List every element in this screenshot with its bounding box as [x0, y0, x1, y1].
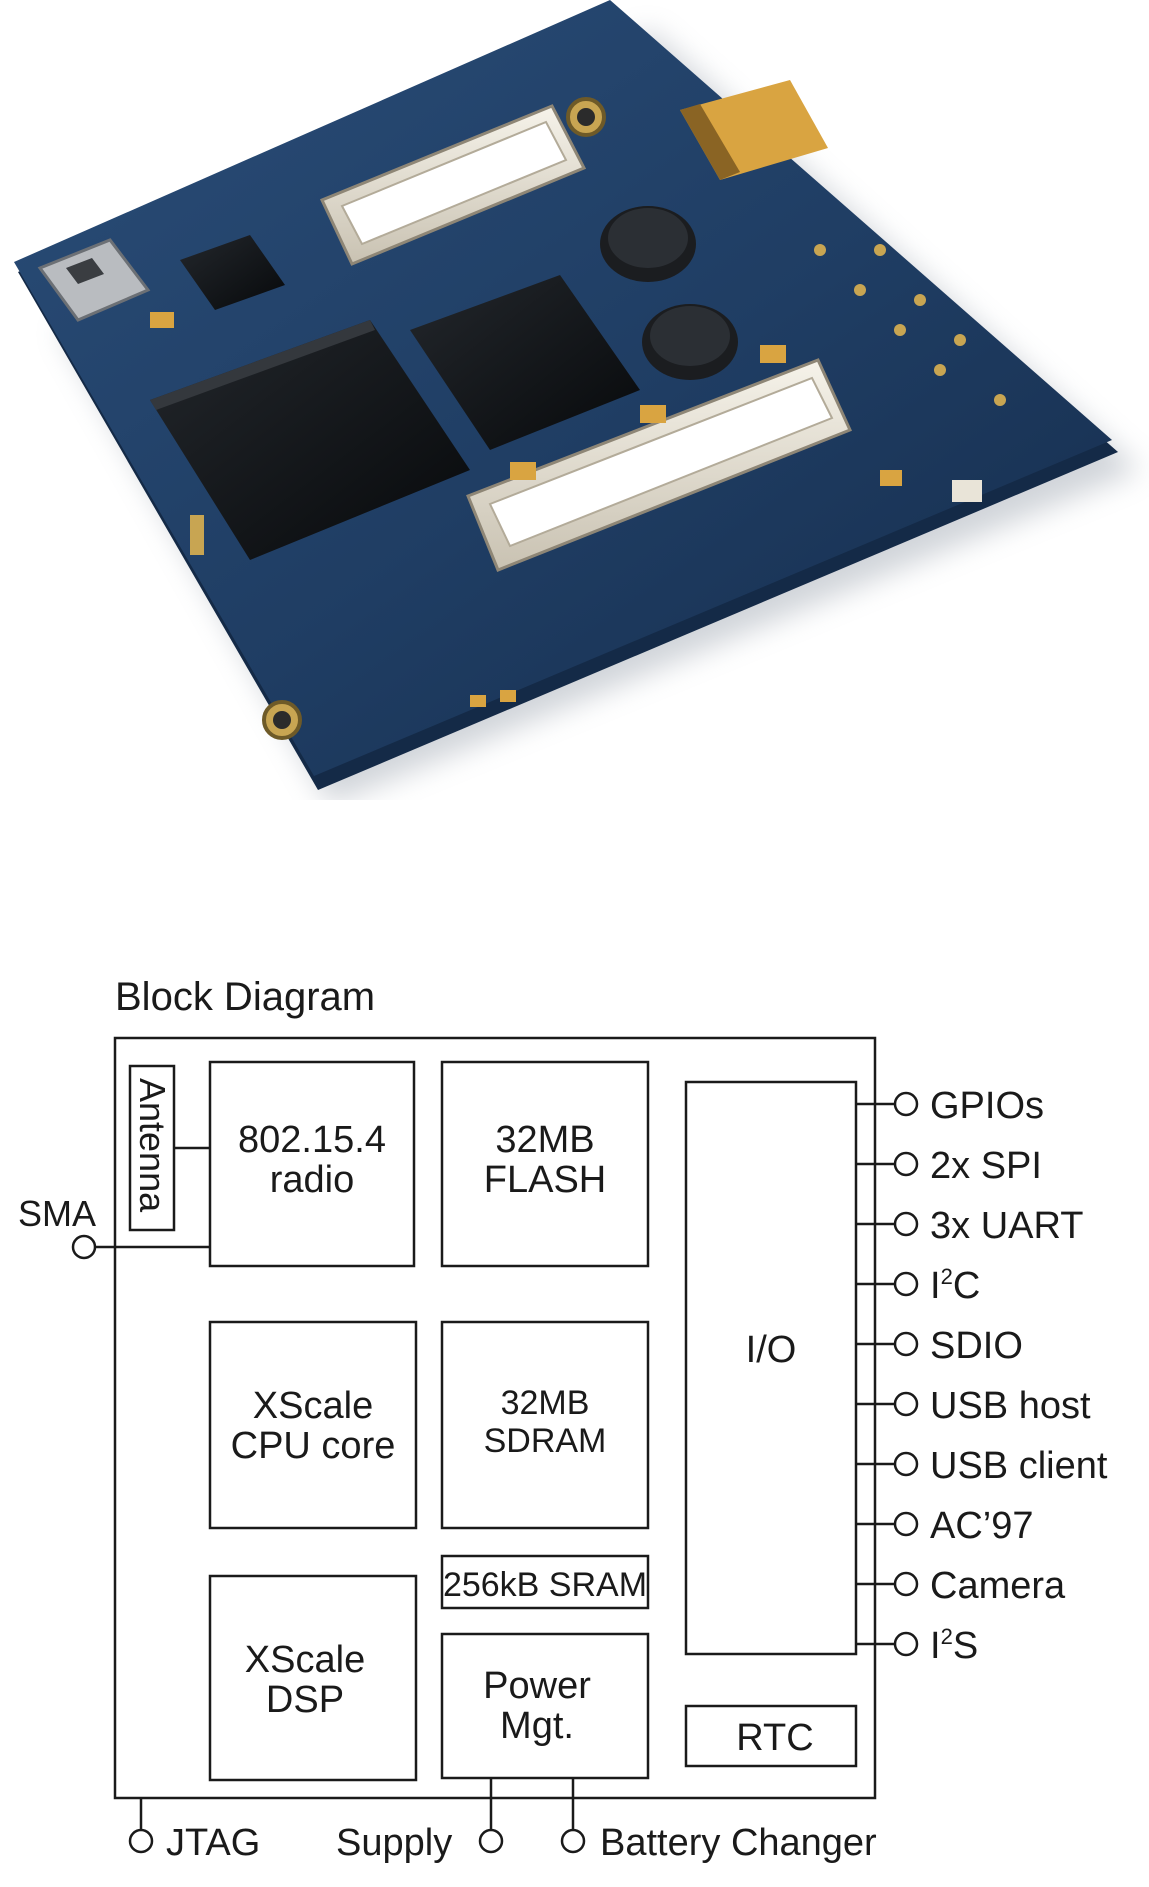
io-port-connector	[893, 1331, 919, 1357]
svg-text:Power: Power	[483, 1665, 591, 1707]
svg-text:32MB: 32MB	[501, 1384, 590, 1422]
io-port-label: USB client	[930, 1445, 1108, 1487]
inductor	[642, 304, 738, 380]
small-chip	[180, 235, 285, 310]
io-port-connector	[893, 1391, 919, 1417]
svg-text:SDRAM: SDRAM	[484, 1422, 607, 1460]
io-port-label: Camera	[930, 1565, 1066, 1607]
cpu-core-block: XScale CPU core	[208, 1320, 418, 1530]
svg-text:XScale: XScale	[245, 1639, 365, 1681]
board-outline	[113, 1036, 877, 1800]
rtc-block: RTC	[684, 1704, 858, 1768]
svg-text:Antenna: Antenna	[132, 1078, 173, 1213]
board-connector-bottom	[466, 358, 853, 572]
dsp-block: XScale DSP	[208, 1574, 418, 1782]
svg-text:DSP: DSP	[266, 1679, 344, 1721]
io-port-label: SDIO	[930, 1325, 1023, 1367]
svg-text:32MB: 32MB	[495, 1119, 594, 1161]
io-port-connector	[893, 1211, 919, 1237]
io-port-connector	[893, 1451, 919, 1477]
io-port-connector	[893, 1571, 919, 1597]
svg-text:XScale: XScale	[253, 1385, 373, 1427]
io-block: I/O	[684, 1080, 858, 1656]
svg-text:802.15.4: 802.15.4	[238, 1119, 386, 1161]
io-port-label: 2x SPI	[930, 1145, 1042, 1187]
io-port-connector	[893, 1091, 919, 1117]
board-connector-top	[319, 104, 587, 266]
sram-block: 256kB SRAM	[440, 1554, 650, 1610]
antenna-block: Antenna	[128, 1064, 176, 1232]
io-port: I2S	[856, 1624, 978, 1667]
sma-port: SMA	[18, 1193, 210, 1260]
tantalum-capacitor	[680, 80, 828, 180]
power-mgmt-block: Power Mgt.	[440, 1632, 650, 1780]
svg-text:Battery Changer: Battery Changer	[600, 1822, 877, 1864]
jtag-port: JTAG	[128, 1798, 260, 1864]
inductor	[600, 206, 696, 282]
io-port-label: 3x UART	[930, 1205, 1083, 1247]
io-port: I2C	[856, 1264, 980, 1307]
svg-text:SMA: SMA	[18, 1193, 96, 1234]
flash-block: 32MB FLASH	[440, 1060, 650, 1268]
diagram-title: Block Diagram	[115, 975, 375, 1019]
io-port-label: USB host	[930, 1385, 1091, 1427]
svg-text:I/O: I/O	[746, 1329, 797, 1371]
module-board-photo	[14, 0, 1140, 800]
io-port: Camera	[856, 1565, 1066, 1607]
svg-text:Supply: Supply	[336, 1822, 452, 1864]
io-port: USB host	[856, 1385, 1091, 1427]
smd-components	[150, 312, 982, 707]
svg-text:256kB SRAM: 256kB SRAM	[443, 1566, 647, 1604]
test-pads	[814, 244, 1006, 406]
battery-charger-port: Battery Changer	[560, 1778, 877, 1864]
io-port-label: GPIOs	[930, 1085, 1044, 1127]
io-port: 3x UART	[856, 1205, 1083, 1247]
io-port: SDIO	[856, 1325, 1023, 1367]
slide-switch	[37, 238, 151, 322]
svg-text:CPU core: CPU core	[231, 1425, 396, 1467]
sdram-block: 32MB SDRAM	[440, 1320, 650, 1530]
radio-block: 802.15.4 radio	[208, 1060, 416, 1268]
supply-port: Supply	[336, 1778, 504, 1864]
io-port: AC’97	[856, 1505, 1034, 1547]
io-port-label: I2C	[930, 1264, 980, 1307]
svg-text:RTC: RTC	[736, 1717, 813, 1759]
io-port: USB client	[856, 1445, 1108, 1487]
io-port: 2x SPI	[856, 1145, 1042, 1187]
svg-text:JTAG: JTAG	[166, 1822, 260, 1864]
svg-text:Mgt.: Mgt.	[500, 1705, 574, 1747]
io-port: GPIOs	[856, 1085, 1044, 1127]
io-port-label: I2S	[930, 1624, 978, 1667]
svg-text:FLASH: FLASH	[484, 1159, 606, 1201]
main-processor-chip	[150, 320, 470, 560]
io-port-label: AC’97	[930, 1505, 1034, 1547]
io-port-connector	[893, 1271, 919, 1297]
io-port-connector	[893, 1631, 919, 1657]
memory-chip	[410, 275, 640, 450]
svg-text:radio: radio	[270, 1159, 355, 1201]
io-port-connector	[893, 1151, 919, 1177]
io-port-connector	[893, 1511, 919, 1537]
